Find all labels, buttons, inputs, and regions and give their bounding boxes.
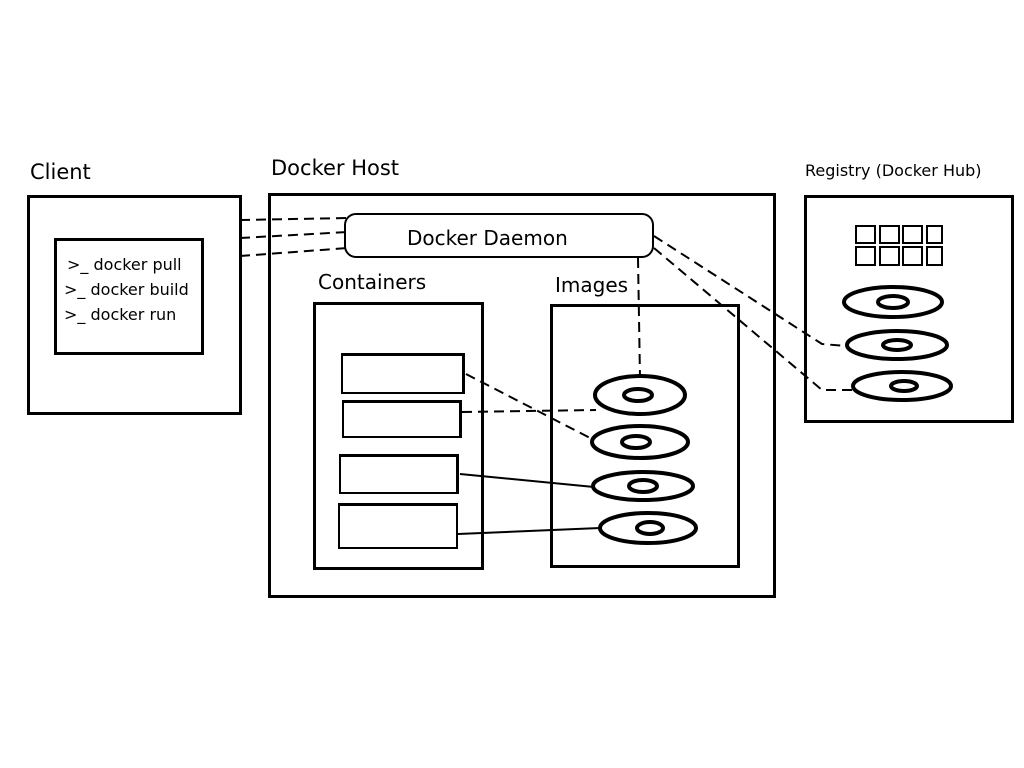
images-box xyxy=(550,304,740,568)
daemon-registry-link-2 xyxy=(653,247,852,391)
container-2 xyxy=(342,400,462,438)
daemon-registry-link-1 xyxy=(653,235,847,347)
docker-daemon-label: Docker Daemon xyxy=(407,226,568,250)
registry-disk-2 xyxy=(845,329,949,361)
docker-host-box xyxy=(268,193,776,598)
images-title: Images xyxy=(555,273,629,297)
containers-title: Containers xyxy=(318,270,427,294)
terminal-window xyxy=(54,238,204,355)
client-box xyxy=(27,195,242,415)
container-image-link-1 xyxy=(465,373,595,441)
command-docker-run: >_ docker run xyxy=(64,305,177,324)
image-disk-1 xyxy=(593,374,687,416)
registry-disk-1 xyxy=(842,285,944,319)
image-disk-3 xyxy=(591,470,695,502)
client-daemon-link-1 xyxy=(239,217,349,221)
client-daemon-link-2 xyxy=(239,231,349,239)
daemon-image-link xyxy=(637,257,641,379)
containers-box xyxy=(313,302,484,570)
container-image-link-2 xyxy=(461,409,597,413)
container-4 xyxy=(338,503,458,549)
registry-title: Registry (Docker Hub) xyxy=(805,161,982,180)
registry-box xyxy=(804,195,1014,423)
registry-grid-icon xyxy=(855,225,943,266)
command-docker-build: >_ docker build xyxy=(64,280,189,299)
client-title: Client xyxy=(30,160,91,184)
image-disk-2 xyxy=(590,424,690,460)
image-disk-4 xyxy=(598,511,698,545)
container-3 xyxy=(339,454,459,494)
container-1 xyxy=(341,353,465,394)
docker-daemon-box xyxy=(344,213,654,258)
docker-host-title: Docker Host xyxy=(271,156,400,180)
client-daemon-link-3 xyxy=(239,247,349,257)
registry-disk-3 xyxy=(851,370,953,402)
command-docker-pull: >_ docker pull xyxy=(67,255,182,274)
